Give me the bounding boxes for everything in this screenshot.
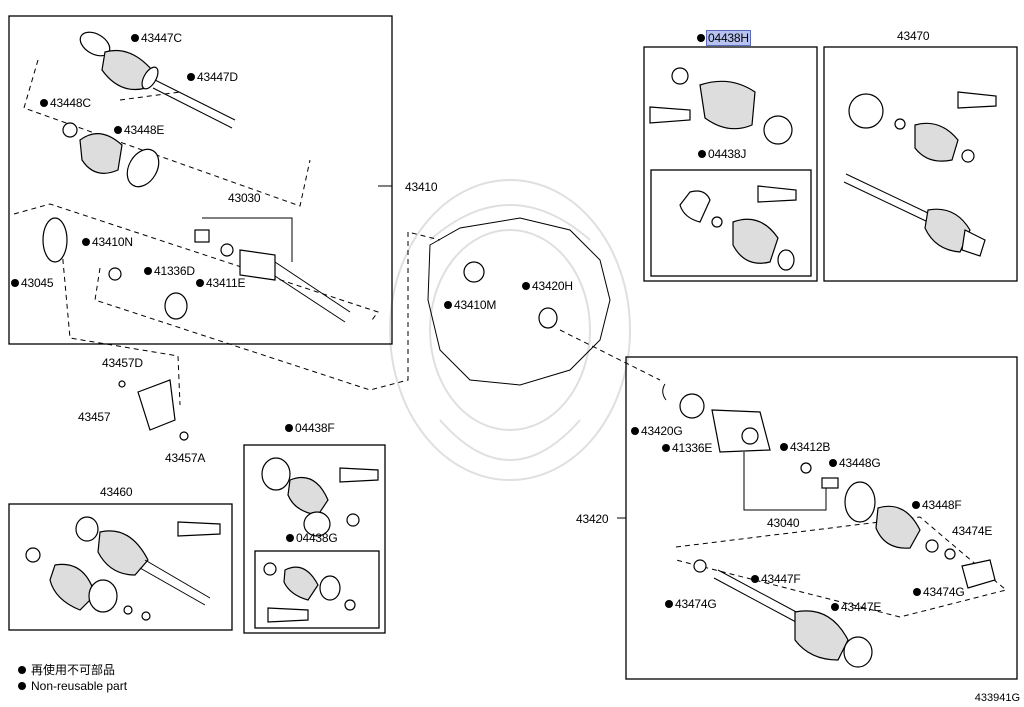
- non-reusable-dot-icon: [11, 279, 19, 287]
- callout-04438J[interactable]: 04438J: [698, 147, 746, 161]
- frame-43470: [823, 46, 1018, 282]
- non-reusable-dot-icon: [82, 238, 90, 246]
- callout-43448C[interactable]: 43448C: [40, 96, 91, 110]
- frame-04438F: [243, 444, 386, 634]
- callout-43447E[interactable]: 43447E: [831, 600, 881, 614]
- callout-43410M[interactable]: 43410M: [444, 298, 496, 312]
- non-reusable-dot-icon: [285, 424, 293, 432]
- non-reusable-dot-icon: [751, 575, 759, 583]
- non-reusable-dot-icon: [780, 443, 788, 451]
- legend: 再使用不可部品 Non-reusable part: [18, 662, 127, 694]
- watermark: [389, 179, 631, 481]
- transmission-housing: [427, 217, 611, 386]
- callout-41336E[interactable]: 41336E: [662, 441, 712, 455]
- callout-41336D[interactable]: 41336D: [144, 264, 195, 278]
- callout-43410[interactable]: 43410: [405, 180, 438, 194]
- non-reusable-dot-icon: [18, 682, 26, 690]
- non-reusable-dot-icon: [187, 73, 195, 81]
- frame-43460: [8, 503, 233, 631]
- driveshaft-43460: [25, 516, 221, 621]
- legend-label-jp: 再使用不可部品: [31, 663, 116, 677]
- callout-43420[interactable]: 43420: [576, 512, 609, 526]
- callout-43412B[interactable]: 43412B: [780, 440, 830, 454]
- non-reusable-dot-icon: [40, 99, 48, 107]
- figure-number: 433941G: [974, 692, 1020, 704]
- callout-04438G[interactable]: 04438G: [286, 531, 338, 545]
- non-reusable-dot-icon: [144, 267, 152, 275]
- non-reusable-dot-icon: [131, 34, 139, 42]
- callout-04438H[interactable]: 04438H: [697, 30, 751, 46]
- non-reusable-dot-icon: [662, 444, 670, 452]
- non-reusable-dot-icon: [665, 600, 673, 608]
- non-reusable-dot-icon: [829, 459, 837, 467]
- callout-43474G-right[interactable]: 43474G: [913, 585, 965, 599]
- callout-43447D[interactable]: 43447D: [187, 70, 238, 84]
- callout-43460[interactable]: 43460: [100, 485, 133, 499]
- callout-43420G[interactable]: 43420G: [631, 424, 683, 438]
- callout-43447F[interactable]: 43447F: [751, 572, 801, 586]
- driveshaft-43470: [843, 91, 997, 257]
- non-reusable-dot-icon: [631, 427, 639, 435]
- callout-43457A[interactable]: 43457A: [165, 451, 206, 465]
- non-reusable-dot-icon: [114, 126, 122, 134]
- non-reusable-dot-icon: [444, 301, 452, 309]
- non-reusable-dot-icon: [18, 666, 26, 674]
- frame-04438G: [254, 550, 380, 629]
- callout-43420H[interactable]: 43420H: [522, 279, 573, 293]
- callout-43411E[interactable]: 43411E: [196, 276, 245, 290]
- callout-43447C[interactable]: 43447C: [131, 31, 182, 45]
- boot-kit-04438F: [261, 457, 379, 623]
- boot-kit-04438H: [649, 67, 797, 271]
- rear-driveshaft-43420: [662, 383, 996, 668]
- non-reusable-dot-icon: [912, 501, 920, 509]
- legend-row-jp: 再使用不可部品: [18, 662, 127, 678]
- callout-43457[interactable]: 43457: [78, 410, 111, 424]
- non-reusable-dot-icon: [522, 282, 530, 290]
- dashed-guides: [13, 59, 1008, 618]
- callout-43474G-left[interactable]: 43474G: [665, 597, 717, 611]
- non-reusable-dot-icon: [697, 34, 705, 42]
- front-driveshaft-outer: [79, 31, 236, 129]
- non-reusable-dot-icon: [196, 279, 204, 287]
- bracket-43457: [118, 379, 189, 441]
- callout-43040[interactable]: 43040: [767, 516, 800, 530]
- callout-43448G[interactable]: 43448G: [829, 456, 881, 470]
- callout-43030[interactable]: 43030: [228, 191, 261, 205]
- callout-43448F[interactable]: 43448F: [912, 498, 962, 512]
- callout-43470[interactable]: 43470: [897, 29, 930, 43]
- legend-row-en: Non-reusable part: [18, 678, 127, 694]
- non-reusable-dot-icon: [913, 588, 921, 596]
- frame-04438J: [650, 169, 812, 277]
- callout-43045[interactable]: 43045: [11, 276, 54, 290]
- non-reusable-dot-icon: [698, 150, 706, 158]
- non-reusable-dot-icon: [286, 534, 294, 542]
- frame-43410: [8, 15, 393, 345]
- callout-43474E[interactable]: 43474E: [952, 524, 993, 538]
- non-reusable-dot-icon: [831, 603, 839, 611]
- front-driveshaft-inner: [42, 122, 351, 323]
- callout-43457D[interactable]: 43457D: [102, 356, 143, 370]
- callout-04438F[interactable]: 04438F: [285, 421, 335, 435]
- callout-43410N[interactable]: 43410N: [82, 235, 133, 249]
- legend-label-en: Non-reusable part: [31, 679, 128, 693]
- frame-04438H: [643, 46, 818, 282]
- callout-43448E[interactable]: 43448E: [114, 123, 164, 137]
